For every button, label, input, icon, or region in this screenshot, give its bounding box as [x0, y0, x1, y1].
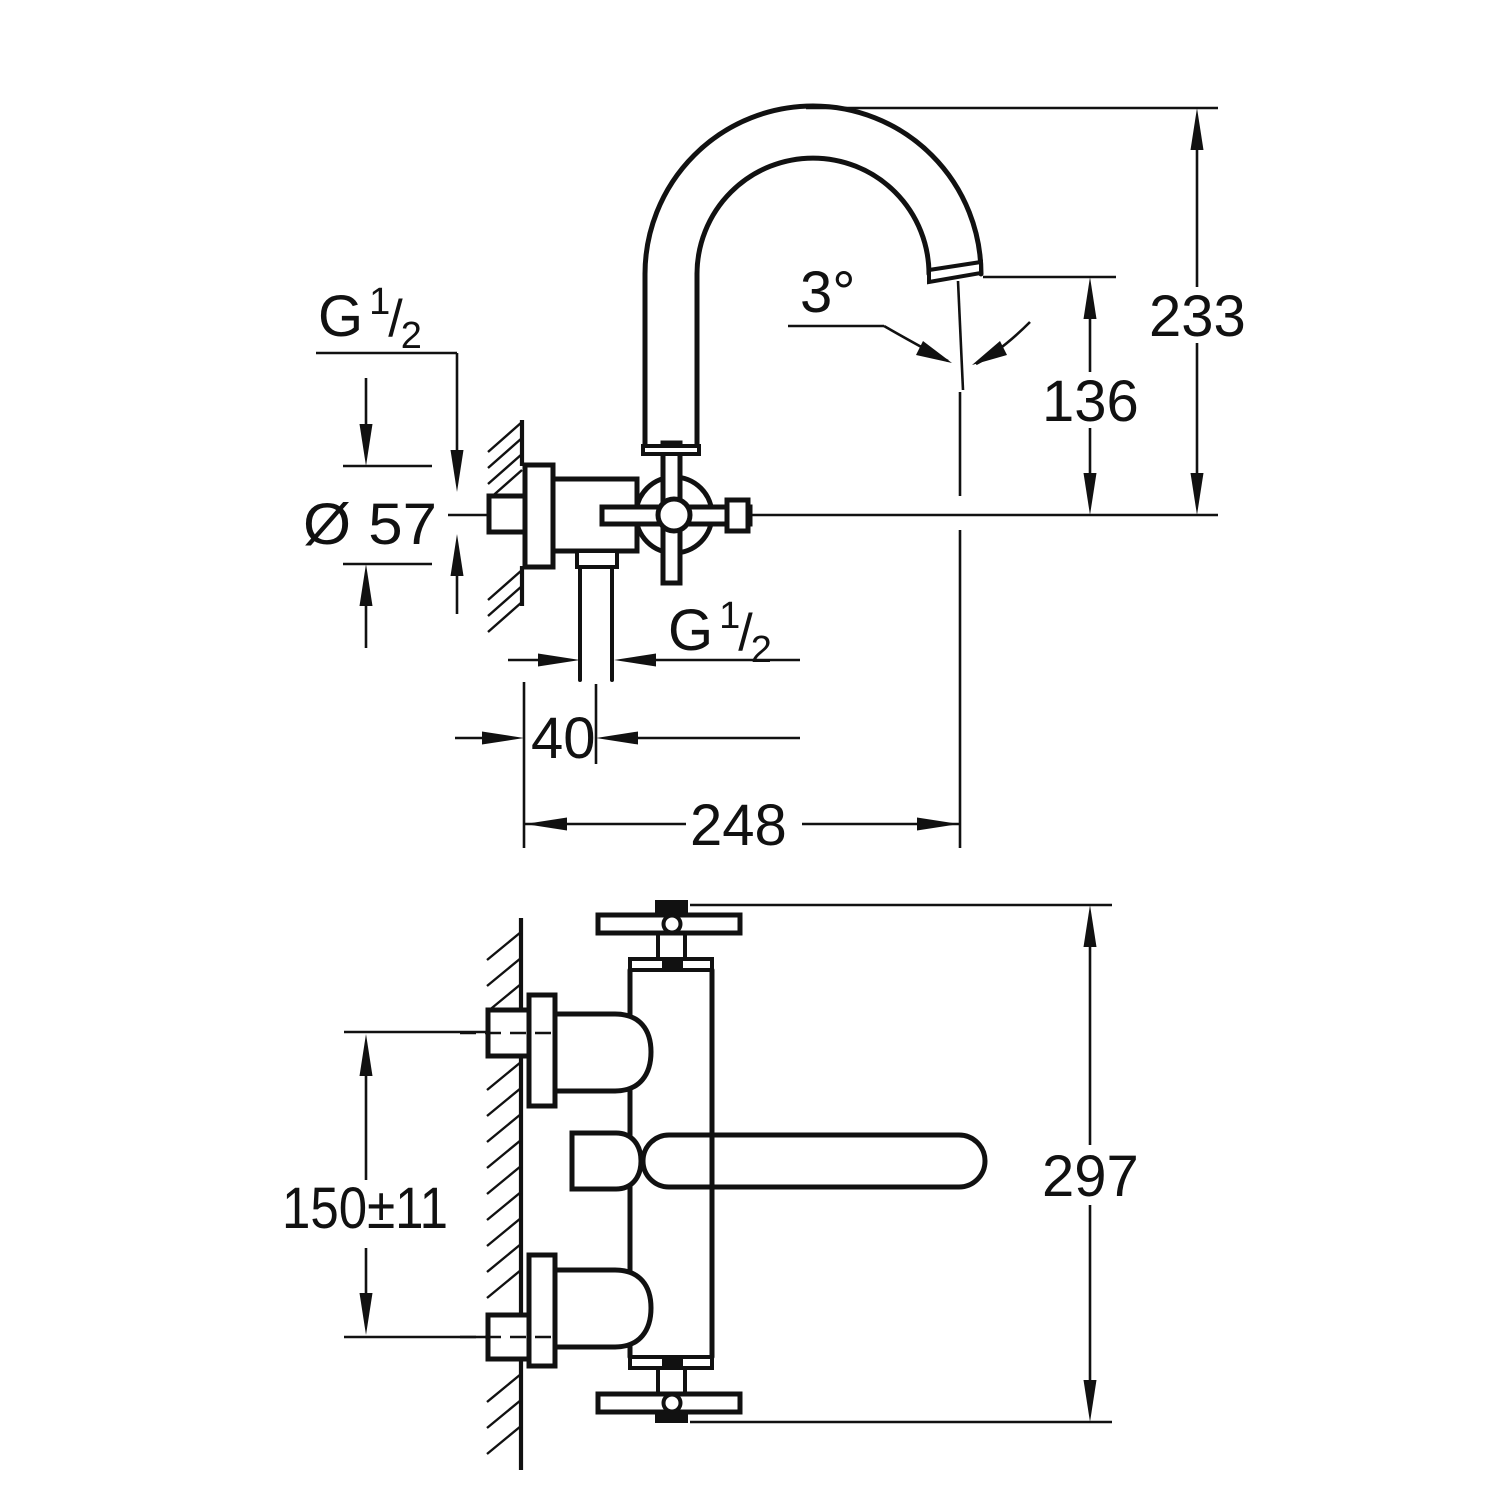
cross-handle-hub	[655, 496, 693, 534]
wall-section-front	[486, 918, 524, 1470]
lower-escutcheon	[526, 1252, 558, 1369]
outlet-offset-label: 40	[531, 706, 596, 771]
lower-connection	[460, 1252, 654, 1369]
valve-body	[486, 462, 640, 682]
reach-label: 248	[690, 793, 787, 858]
mixer-lever	[640, 1132, 988, 1190]
cross-handle-side	[599, 440, 753, 586]
cross-handle-bottom	[595, 1355, 743, 1423]
cross-handle-knob	[724, 497, 751, 534]
connection-spacing-label: 150±11	[282, 1176, 448, 1241]
wall-hatching-front	[486, 931, 522, 1455]
spout-aerator	[927, 259, 983, 285]
dim-total-height: 233	[806, 106, 1246, 515]
total-length-label: 297	[1042, 1144, 1139, 1209]
dim-total-length: 297	[690, 903, 1139, 1424]
gooseneck-spout	[642, 103, 984, 450]
dim-outlet-height: 136	[983, 275, 1139, 515]
water-stream-line	[956, 280, 965, 848]
wall-escutcheon	[522, 462, 556, 570]
dim-escutcheon-diameter: Ø 57	[303, 378, 437, 648]
escutcheon-diameter-label: Ø 57	[303, 492, 437, 557]
dim-spray-angle: 3°	[788, 260, 1031, 366]
dim-reach: 248	[525, 793, 959, 858]
upper-escutcheon	[526, 992, 558, 1109]
spray-angle-label: 3°	[800, 260, 855, 325]
cross-handle-top	[595, 900, 743, 972]
mixer-block	[569, 1130, 644, 1192]
inlet-nut	[486, 493, 528, 535]
total-height-label: 233	[1149, 284, 1246, 349]
outlet-flange	[575, 549, 619, 569]
upper-connection	[460, 992, 654, 1109]
outlet-height-label: 136	[1042, 369, 1139, 434]
spout-joint-cap	[641, 444, 701, 456]
dim-connection-spacing: 150±11	[282, 1030, 486, 1339]
front-view: 150±11 297	[282, 900, 1139, 1470]
dim-outlet-offset: 40	[455, 682, 800, 848]
